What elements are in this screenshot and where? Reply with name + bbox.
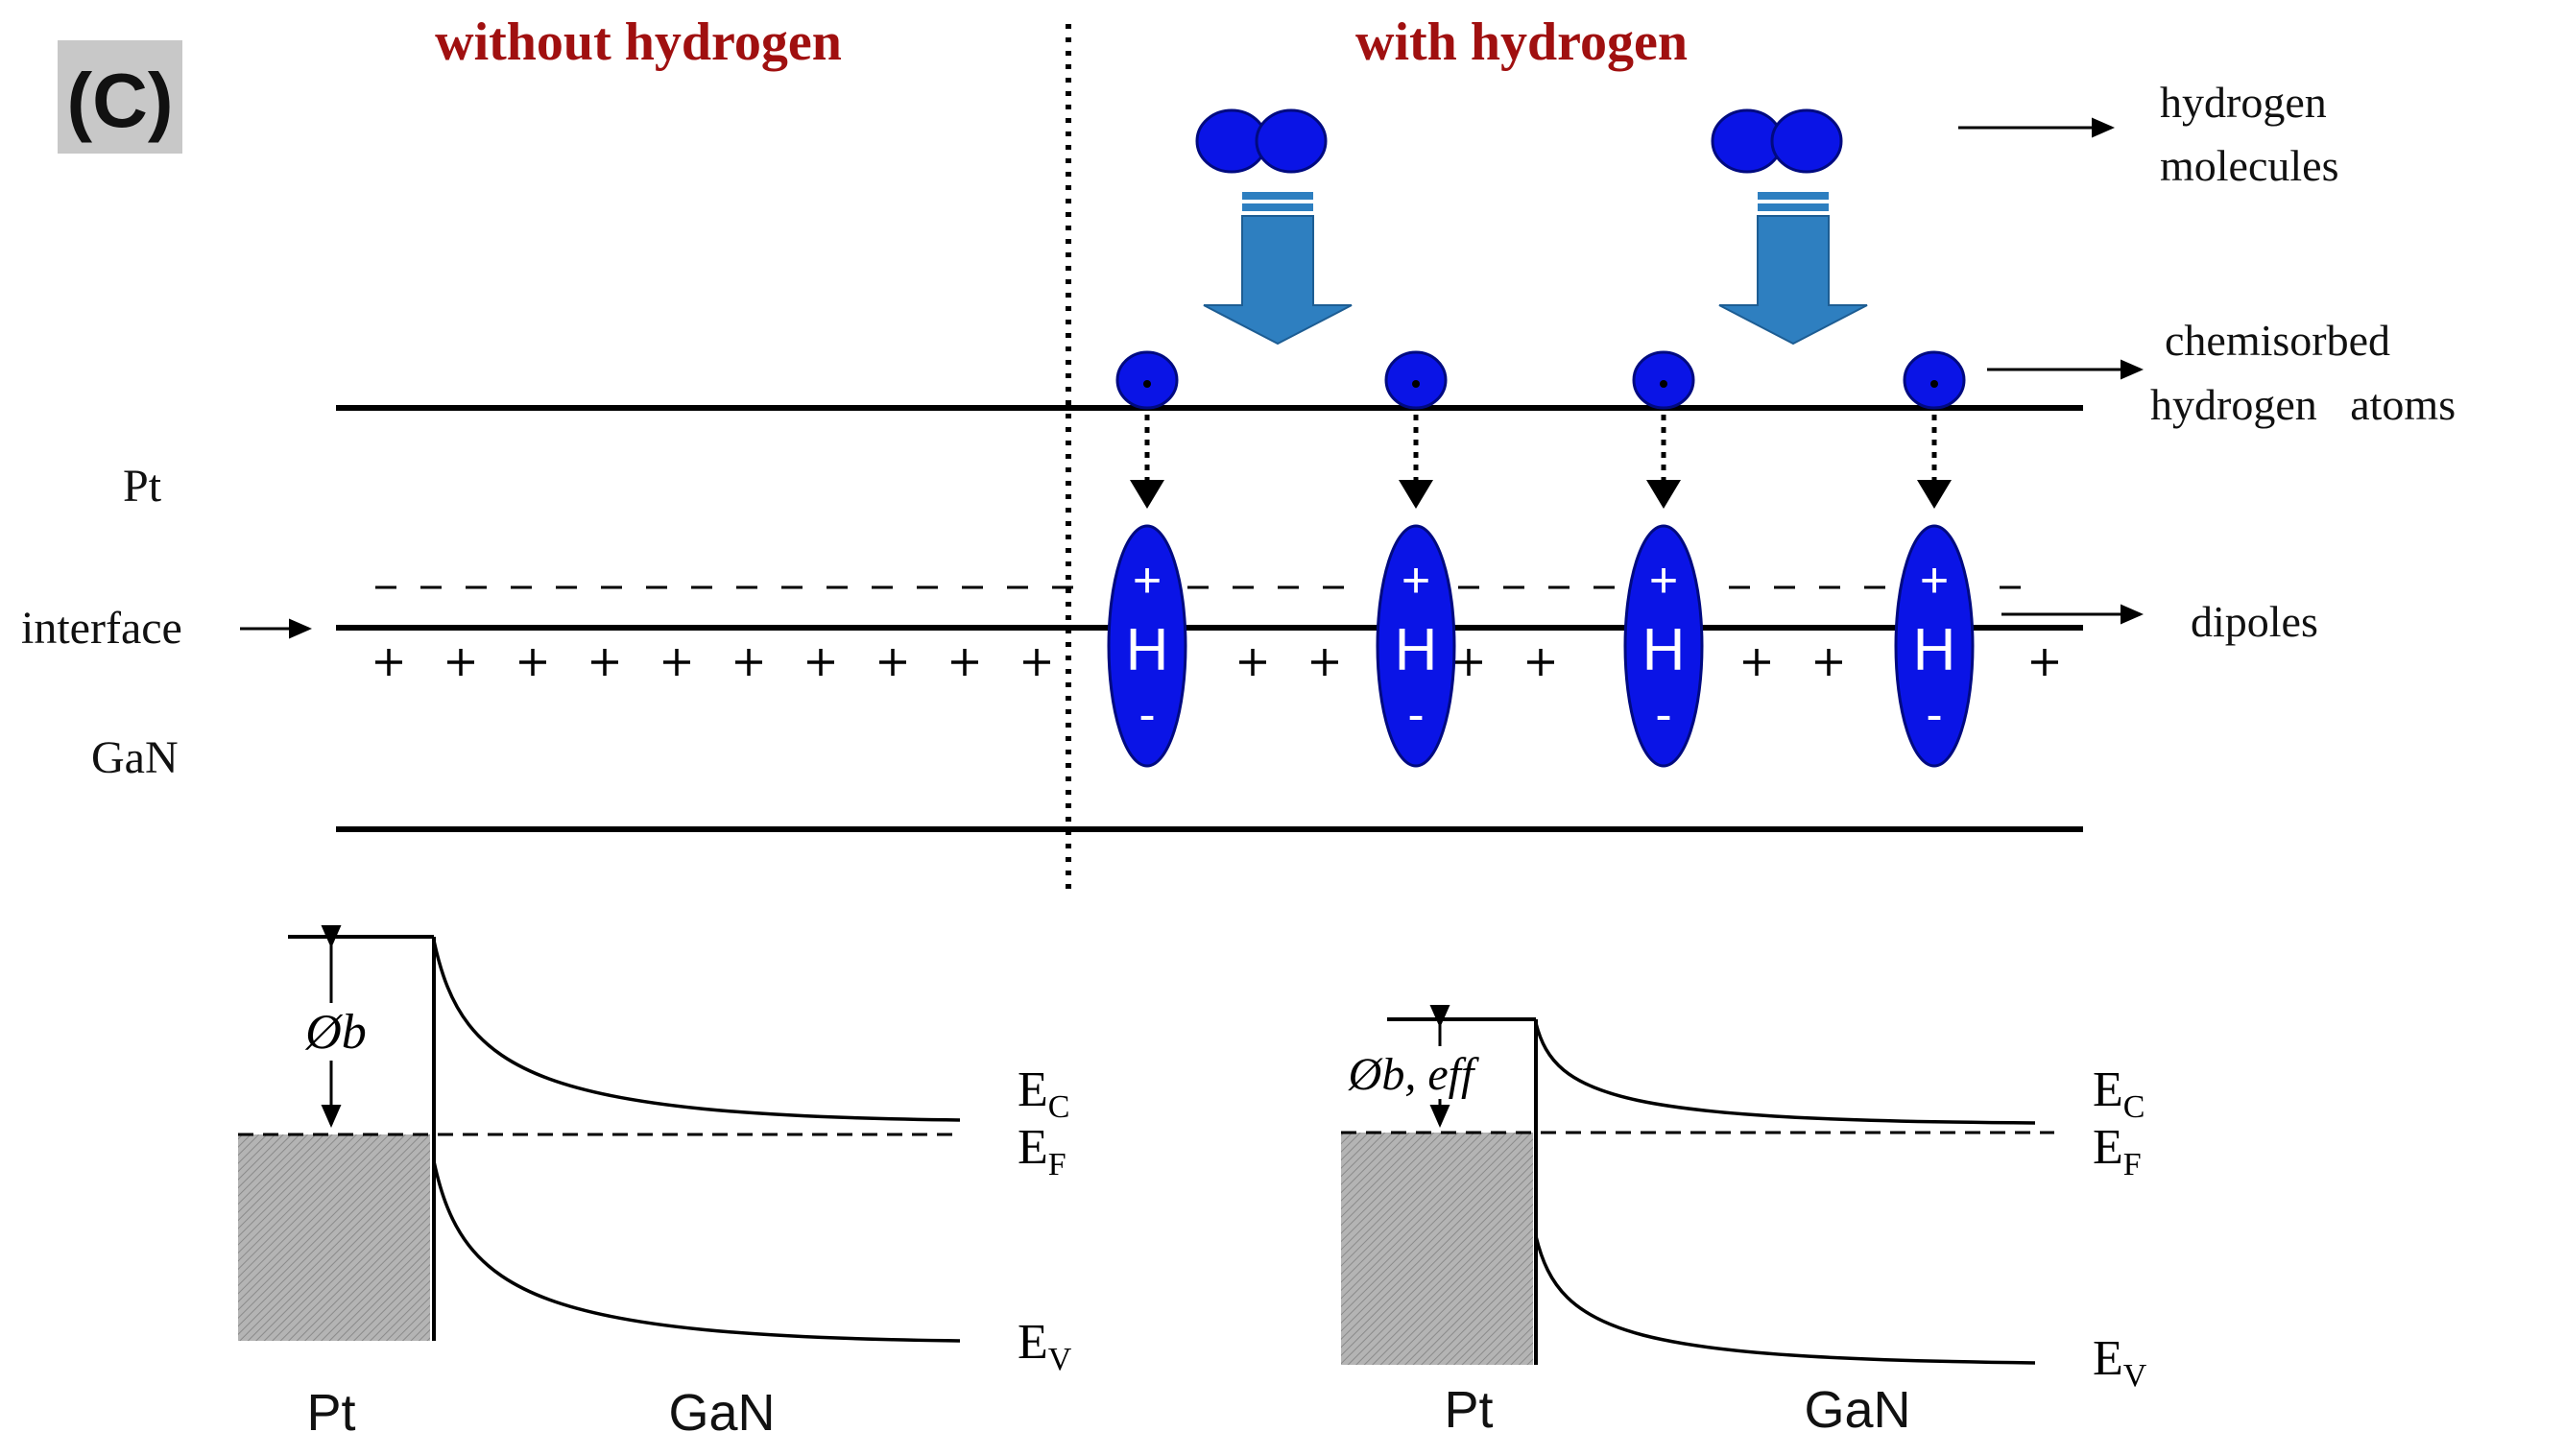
conduction-band-curve-left xyxy=(432,940,961,1122)
dotted-down-arrow-head xyxy=(1646,480,1681,509)
dipole-h-label: H xyxy=(1395,617,1438,683)
dipole-plus-sign: + xyxy=(1402,553,1430,609)
gan-layer-label: GaN xyxy=(91,732,179,783)
dipole-ellipse xyxy=(1107,524,1187,768)
molecules-label-line2: molecules xyxy=(2160,141,2339,190)
positive-charge-row xyxy=(375,649,2058,676)
band-diagram-without-hydrogen: Øb EC EF EV Pt GaN xyxy=(238,925,1072,1442)
dipole-ellipse xyxy=(1376,524,1456,768)
adsorption-arrow-1 xyxy=(1203,192,1353,346)
dipole-minus-sign: - xyxy=(1655,687,1671,743)
dipole-plus-sign: + xyxy=(1133,553,1162,609)
atom-nucleus-dot xyxy=(1412,380,1420,388)
barrier-label-left: Øb xyxy=(304,1005,367,1060)
pt-layer-label: Pt xyxy=(123,461,162,512)
dipoles-label: dipoles xyxy=(2191,597,2318,646)
dipole-group-3: + H- xyxy=(1623,350,1704,768)
barrier-label-right: Øb, eff xyxy=(1348,1049,1479,1100)
dipole-h-label: H xyxy=(1642,617,1686,683)
dipole-group-2: + H- xyxy=(1376,350,1456,768)
valence-band-curve-left xyxy=(432,1160,961,1343)
dipole-group-4: + H- xyxy=(1894,350,1975,768)
atom-nucleus-dot xyxy=(1143,380,1151,388)
dotted-down-arrow-head xyxy=(1399,480,1433,509)
dotted-down-arrow-head xyxy=(1917,480,1952,509)
pt-metal-fill-right xyxy=(1341,1133,1533,1365)
dotted-down-arrow-head xyxy=(1130,480,1164,509)
dipole-ellipse xyxy=(1623,524,1704,768)
atom-nucleus-dot xyxy=(1930,380,1938,388)
conduction-band-curve-right xyxy=(1534,1022,2036,1125)
pt-band-label-right: Pt xyxy=(1444,1381,1493,1439)
panel-label: (C) xyxy=(66,58,173,143)
dipole-ellipse xyxy=(1894,524,1975,768)
adsorption-arrow-2 xyxy=(1718,192,1868,346)
pt-band-label-left: Pt xyxy=(306,1384,355,1442)
dipole-h-label: H xyxy=(1913,617,1956,683)
ev-label-right: EV xyxy=(2093,1331,2147,1394)
gan-band-label-left: GaN xyxy=(668,1384,775,1442)
gan-band-label-right: GaN xyxy=(1804,1381,1910,1439)
chemisorbed-label-line1: chemisorbed xyxy=(2165,316,2390,365)
molecules-label-line1: hydrogen xyxy=(2160,78,2327,127)
ef-label-right: EF xyxy=(2093,1120,2142,1182)
pt-metal-fill-left xyxy=(238,1134,430,1341)
band-diagram-with-hydrogen: Øb, eff EC EF EV Pt GaN xyxy=(1323,1005,2147,1439)
header-without-hydrogen: without hydrogen xyxy=(435,12,842,72)
dipole-group-1: + H- xyxy=(1107,350,1187,768)
ec-label-left: EC xyxy=(1018,1062,1069,1125)
chemisorbed-label-line2: hydrogen atoms xyxy=(2150,380,2456,429)
hydrogen-molecule-2 xyxy=(1711,108,1843,174)
valence-band-curve-right xyxy=(1534,1235,2036,1365)
ef-label-left: EF xyxy=(1018,1120,1066,1182)
barrier-label-bg-right xyxy=(1323,1046,1496,1099)
header-with-hydrogen: with hydrogen xyxy=(1355,12,1688,72)
dipole-plus-sign: + xyxy=(1649,553,1678,609)
dipole-h-label: H xyxy=(1126,617,1169,683)
dipole-minus-sign: - xyxy=(1138,687,1155,743)
dipole-minus-sign: - xyxy=(1926,687,1942,743)
atom-nucleus-dot xyxy=(1660,380,1667,388)
interface-label: interface xyxy=(21,603,182,654)
panel-label-box xyxy=(58,40,182,154)
dipole-plus-sign: + xyxy=(1920,553,1949,609)
dipole-minus-sign: - xyxy=(1407,687,1424,743)
ec-label-right: EC xyxy=(2093,1062,2145,1125)
hydrogen-molecule-1 xyxy=(1195,108,1328,174)
barrier-label-bg-left xyxy=(298,1003,374,1061)
ev-label-left: EV xyxy=(1018,1315,1072,1377)
